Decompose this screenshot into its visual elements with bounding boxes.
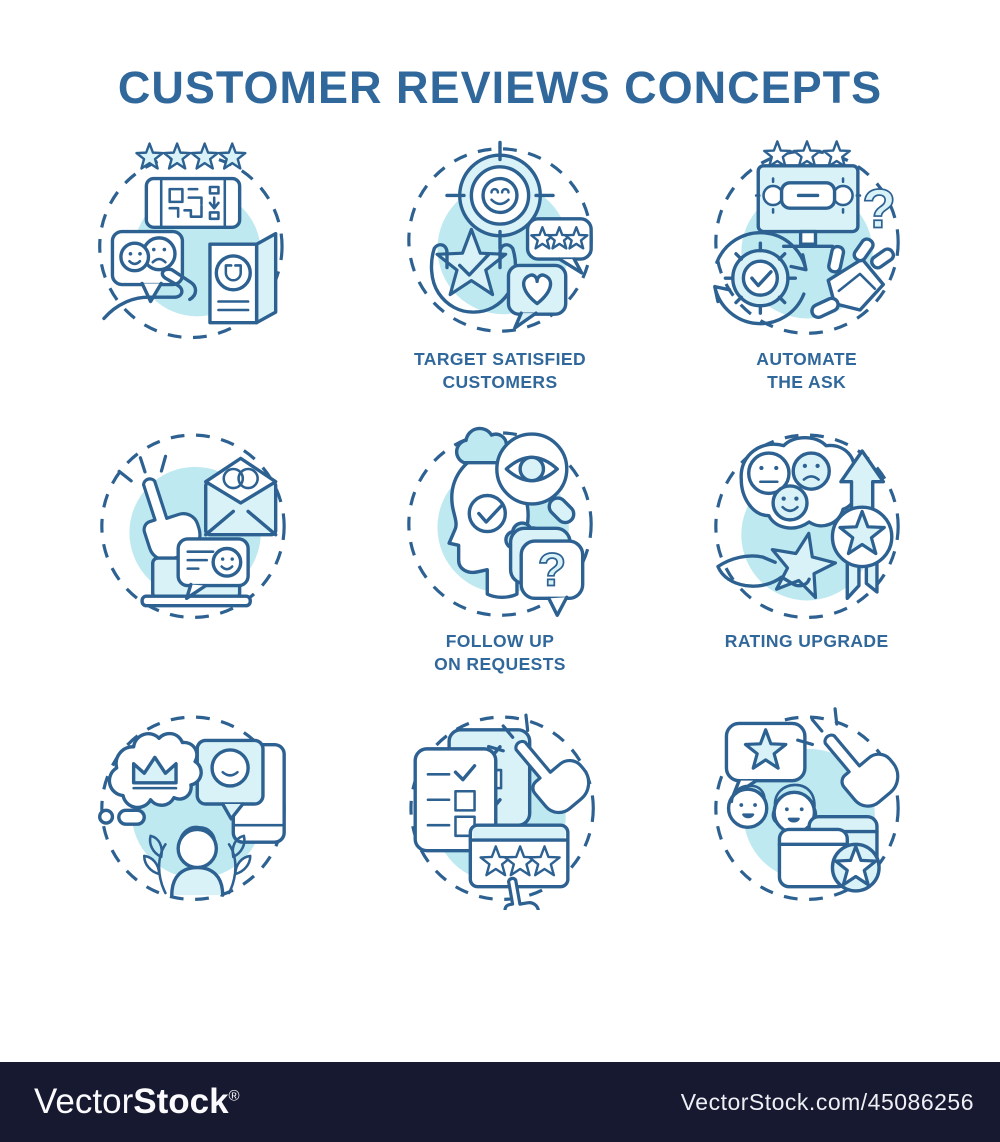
star-row-icon xyxy=(762,139,852,169)
click-email-review-request-icon xyxy=(100,433,287,619)
star-row-icon xyxy=(135,141,248,171)
premium-customer-thoughts-icon xyxy=(98,715,287,901)
eye-magnifier-icon xyxy=(495,432,576,525)
card-rating-upgrade: RATING UPGRADE xyxy=(653,416,960,678)
brochure-magnet-icon xyxy=(208,231,278,325)
question-bubble-icon: ? xyxy=(508,526,585,617)
hand-star-icon xyxy=(715,527,840,600)
svg-text:?: ? xyxy=(538,544,566,596)
person-laurel-icon xyxy=(143,825,252,897)
email-link-icon xyxy=(204,456,278,537)
page-title: CUSTOMER REVIEWS CONCEPTS xyxy=(117,62,883,113)
vectorstock-image-url: VectorStock.com/45086256 xyxy=(680,1088,974,1115)
card-premium-customer-thoughts xyxy=(40,698,347,960)
emotions-cluster-icon xyxy=(739,436,859,530)
qr-code-review-collection-icon xyxy=(98,141,284,340)
hand-icon xyxy=(102,267,198,321)
card-customer-review-sharing xyxy=(653,698,960,960)
vectorstock-logo: VectorStock® xyxy=(34,1082,240,1121)
robot-hand-icon xyxy=(809,237,895,320)
follow-up-on-requests-icon: ? xyxy=(407,426,593,617)
automation-gear-check-icon xyxy=(712,230,808,326)
crown-thought-bubble-icon xyxy=(98,731,204,826)
card-survey-star-rating-click xyxy=(347,698,654,960)
target-satisfied-customers-icon xyxy=(407,140,593,333)
checklist-cards-icon xyxy=(413,728,532,853)
target-smiley-icon xyxy=(445,140,555,251)
monitor-gears-icon xyxy=(754,164,861,249)
browser-star-badge-icon xyxy=(777,815,881,893)
phone-chat-icon xyxy=(195,738,287,844)
smartphone-qr-icon xyxy=(144,176,242,229)
card-qr-code-review-collection xyxy=(40,134,347,396)
rating-upgrade-icon xyxy=(713,433,900,619)
card-click-email-review-request xyxy=(40,416,347,678)
question-mark-icon: ? xyxy=(862,177,896,239)
review-bubbles-icon xyxy=(506,217,593,330)
award-upgrade-icon xyxy=(830,449,894,601)
laptop-chat-icon xyxy=(140,537,253,608)
customers-icon xyxy=(726,783,817,835)
watermark-bar: VectorStock® VectorStock.com/45086256 xyxy=(0,1062,1000,1142)
star-rating-window-icon xyxy=(468,823,570,910)
customer-review-sharing-icon xyxy=(713,702,908,901)
survey-star-rating-click-icon xyxy=(409,708,599,910)
card-label: RATING UPGRADE xyxy=(724,631,889,651)
automate-the-ask-icon: ? xyxy=(712,139,900,335)
